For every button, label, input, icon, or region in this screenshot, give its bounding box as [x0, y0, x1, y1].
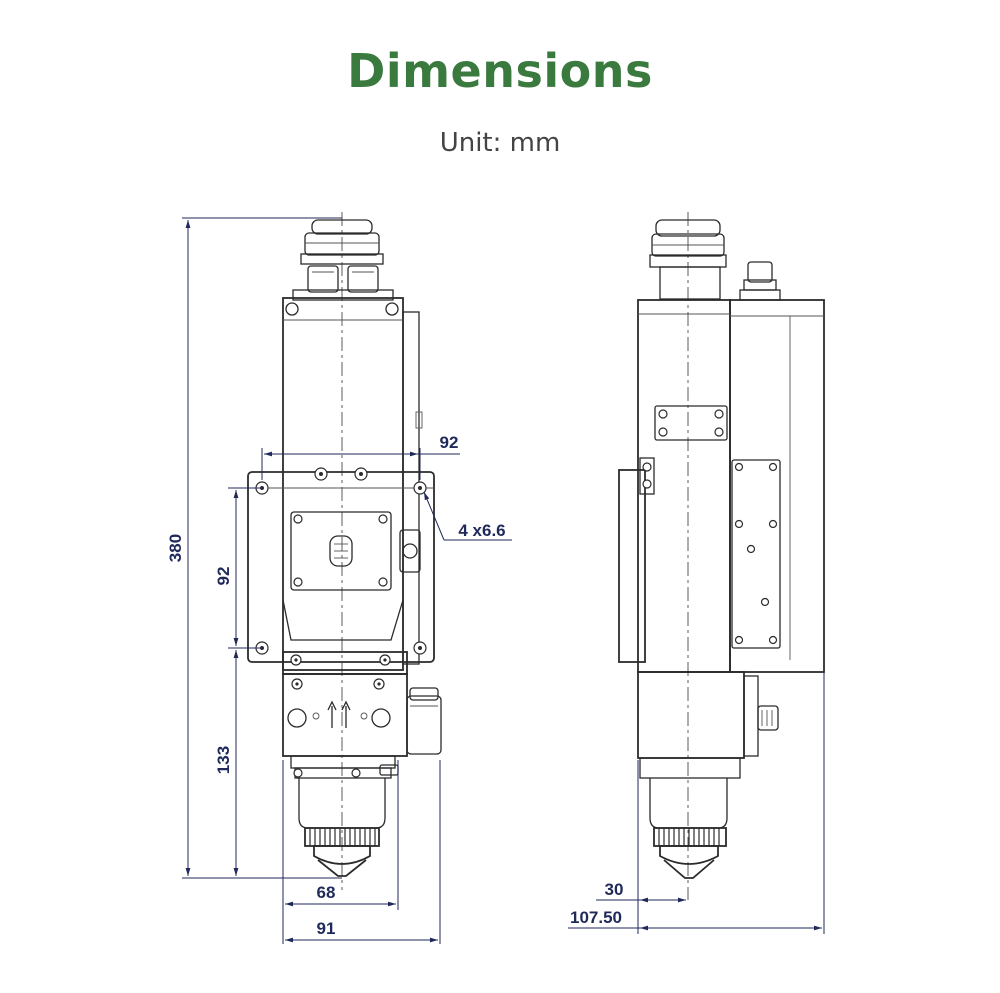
dim-mount-horizontal: 92 [440, 433, 459, 452]
dim-mount-holes: 4 x6.6 [458, 521, 505, 540]
dim-side-depth: 107.50 [570, 908, 622, 927]
page-title: Dimensions [347, 44, 653, 98]
front-view [247, 212, 442, 890]
dim-overall-height: 380 [166, 534, 185, 562]
dim-nozzle-offset: 30 [605, 880, 624, 899]
dim-mount-vertical: 92 [214, 567, 233, 586]
knurl-pattern-side [658, 828, 720, 846]
unit-label: Unit: mm [439, 128, 561, 158]
side-dimensions: 30 107.50 [568, 672, 825, 934]
side-view [618, 212, 825, 900]
dim-mount-to-tip: 133 [214, 746, 233, 774]
dim-nozzle-width: 68 [317, 883, 336, 902]
front-dimensions: 380 92 133 92 4 x6.6 68 91 [166, 217, 512, 944]
nozzle-tip [313, 845, 371, 865]
dim-body-width: 91 [317, 919, 336, 938]
knurl-pattern [309, 828, 376, 846]
